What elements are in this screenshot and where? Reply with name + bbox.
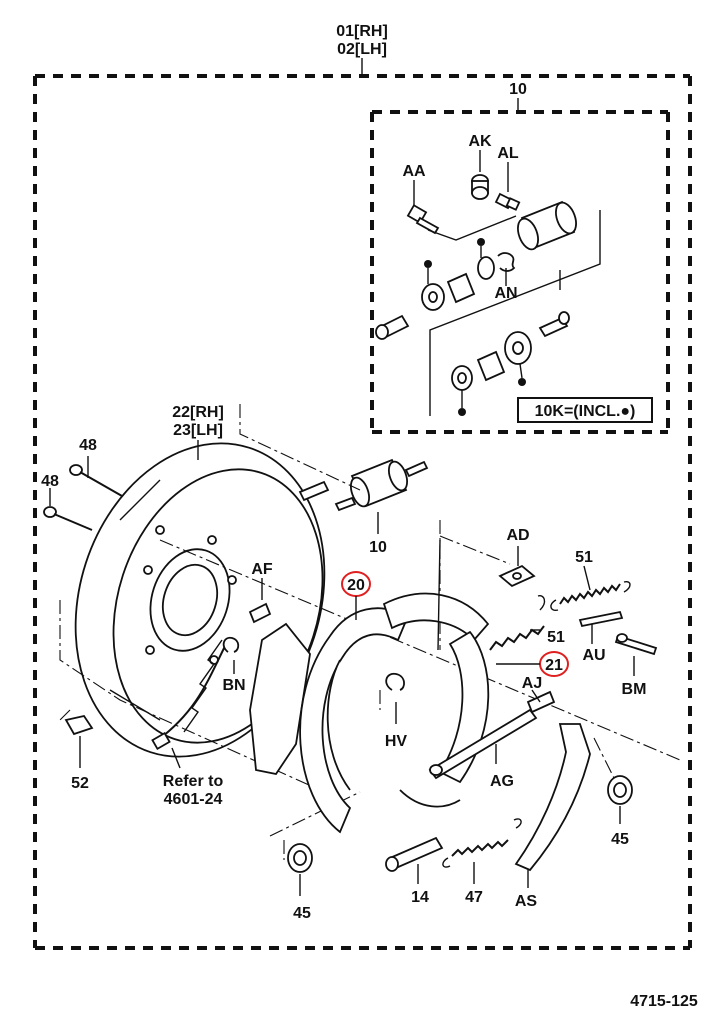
plug-52 xyxy=(64,714,94,768)
label-pin-14: 14 xyxy=(411,889,429,906)
label-aa: AA xyxy=(402,163,426,180)
label-plug-52: 52 xyxy=(71,775,89,792)
kit-note: 10K=(INCL.●) xyxy=(535,403,636,420)
outer-frame xyxy=(33,58,692,950)
label-spring-51b: 51 xyxy=(547,629,565,646)
cylinder-kit-parts xyxy=(375,150,601,416)
label-bn: BN xyxy=(222,677,245,694)
retainer-af xyxy=(248,578,272,624)
assembly-lines xyxy=(59,404,681,860)
cup-45-right xyxy=(607,775,633,824)
label-cup-45a: 45 xyxy=(293,905,311,922)
wheel-cylinder xyxy=(334,458,429,534)
label-refer-1: Refer to xyxy=(163,773,224,790)
label-spring-51a: 51 xyxy=(575,549,593,566)
label-af: AF xyxy=(251,561,273,578)
label-assy-lh: 02[LH] xyxy=(337,41,387,58)
kit-note-box xyxy=(517,397,653,423)
lever-as xyxy=(514,723,591,888)
plate-ad xyxy=(498,546,536,588)
label-shoe-20: 20 xyxy=(347,577,365,594)
spring-47 xyxy=(442,818,522,884)
label-plate-rh: 22[RH] xyxy=(172,404,224,421)
label-cup-45b: 45 xyxy=(611,831,629,848)
label-hv: HV xyxy=(385,733,408,750)
lever-au xyxy=(578,610,624,644)
pin-14 xyxy=(385,836,444,884)
page-reference: 4715-125 xyxy=(630,993,698,1010)
label-al: AL xyxy=(497,145,519,162)
cylinder-kit-frame xyxy=(370,98,670,434)
brake-shoes xyxy=(249,539,490,834)
bolts-48 xyxy=(43,456,123,531)
cup-45-left xyxy=(287,843,313,896)
label-ak: AK xyxy=(468,133,492,150)
label-cylinder-kit: 10 xyxy=(509,81,527,98)
clip-hv xyxy=(385,672,405,691)
spring-51-upper xyxy=(550,565,631,612)
label-au: AU xyxy=(582,647,605,664)
label-ad: AD xyxy=(506,527,529,544)
label-spring-47: 47 xyxy=(465,889,483,906)
label-bolt-48b: 48 xyxy=(41,473,59,490)
clip-bn xyxy=(222,636,240,653)
label-aj: AJ xyxy=(522,675,542,692)
label-assy-rh: 01[RH] xyxy=(336,23,388,40)
label-cyl-10: 10 xyxy=(369,539,387,556)
label-refer-2: 4601-24 xyxy=(164,791,223,808)
label-bolt-48a: 48 xyxy=(79,437,97,454)
label-plate-lh: 23[LH] xyxy=(173,422,223,439)
label-ag: AG xyxy=(490,773,514,790)
spring-51-lower xyxy=(489,595,546,651)
label-bm: BM xyxy=(622,681,647,698)
label-an: AN xyxy=(494,285,517,302)
label-as: AS xyxy=(515,893,538,910)
label-shoe-21: 21 xyxy=(545,657,563,674)
strut-ag xyxy=(428,689,556,780)
strut-bm xyxy=(614,633,658,676)
